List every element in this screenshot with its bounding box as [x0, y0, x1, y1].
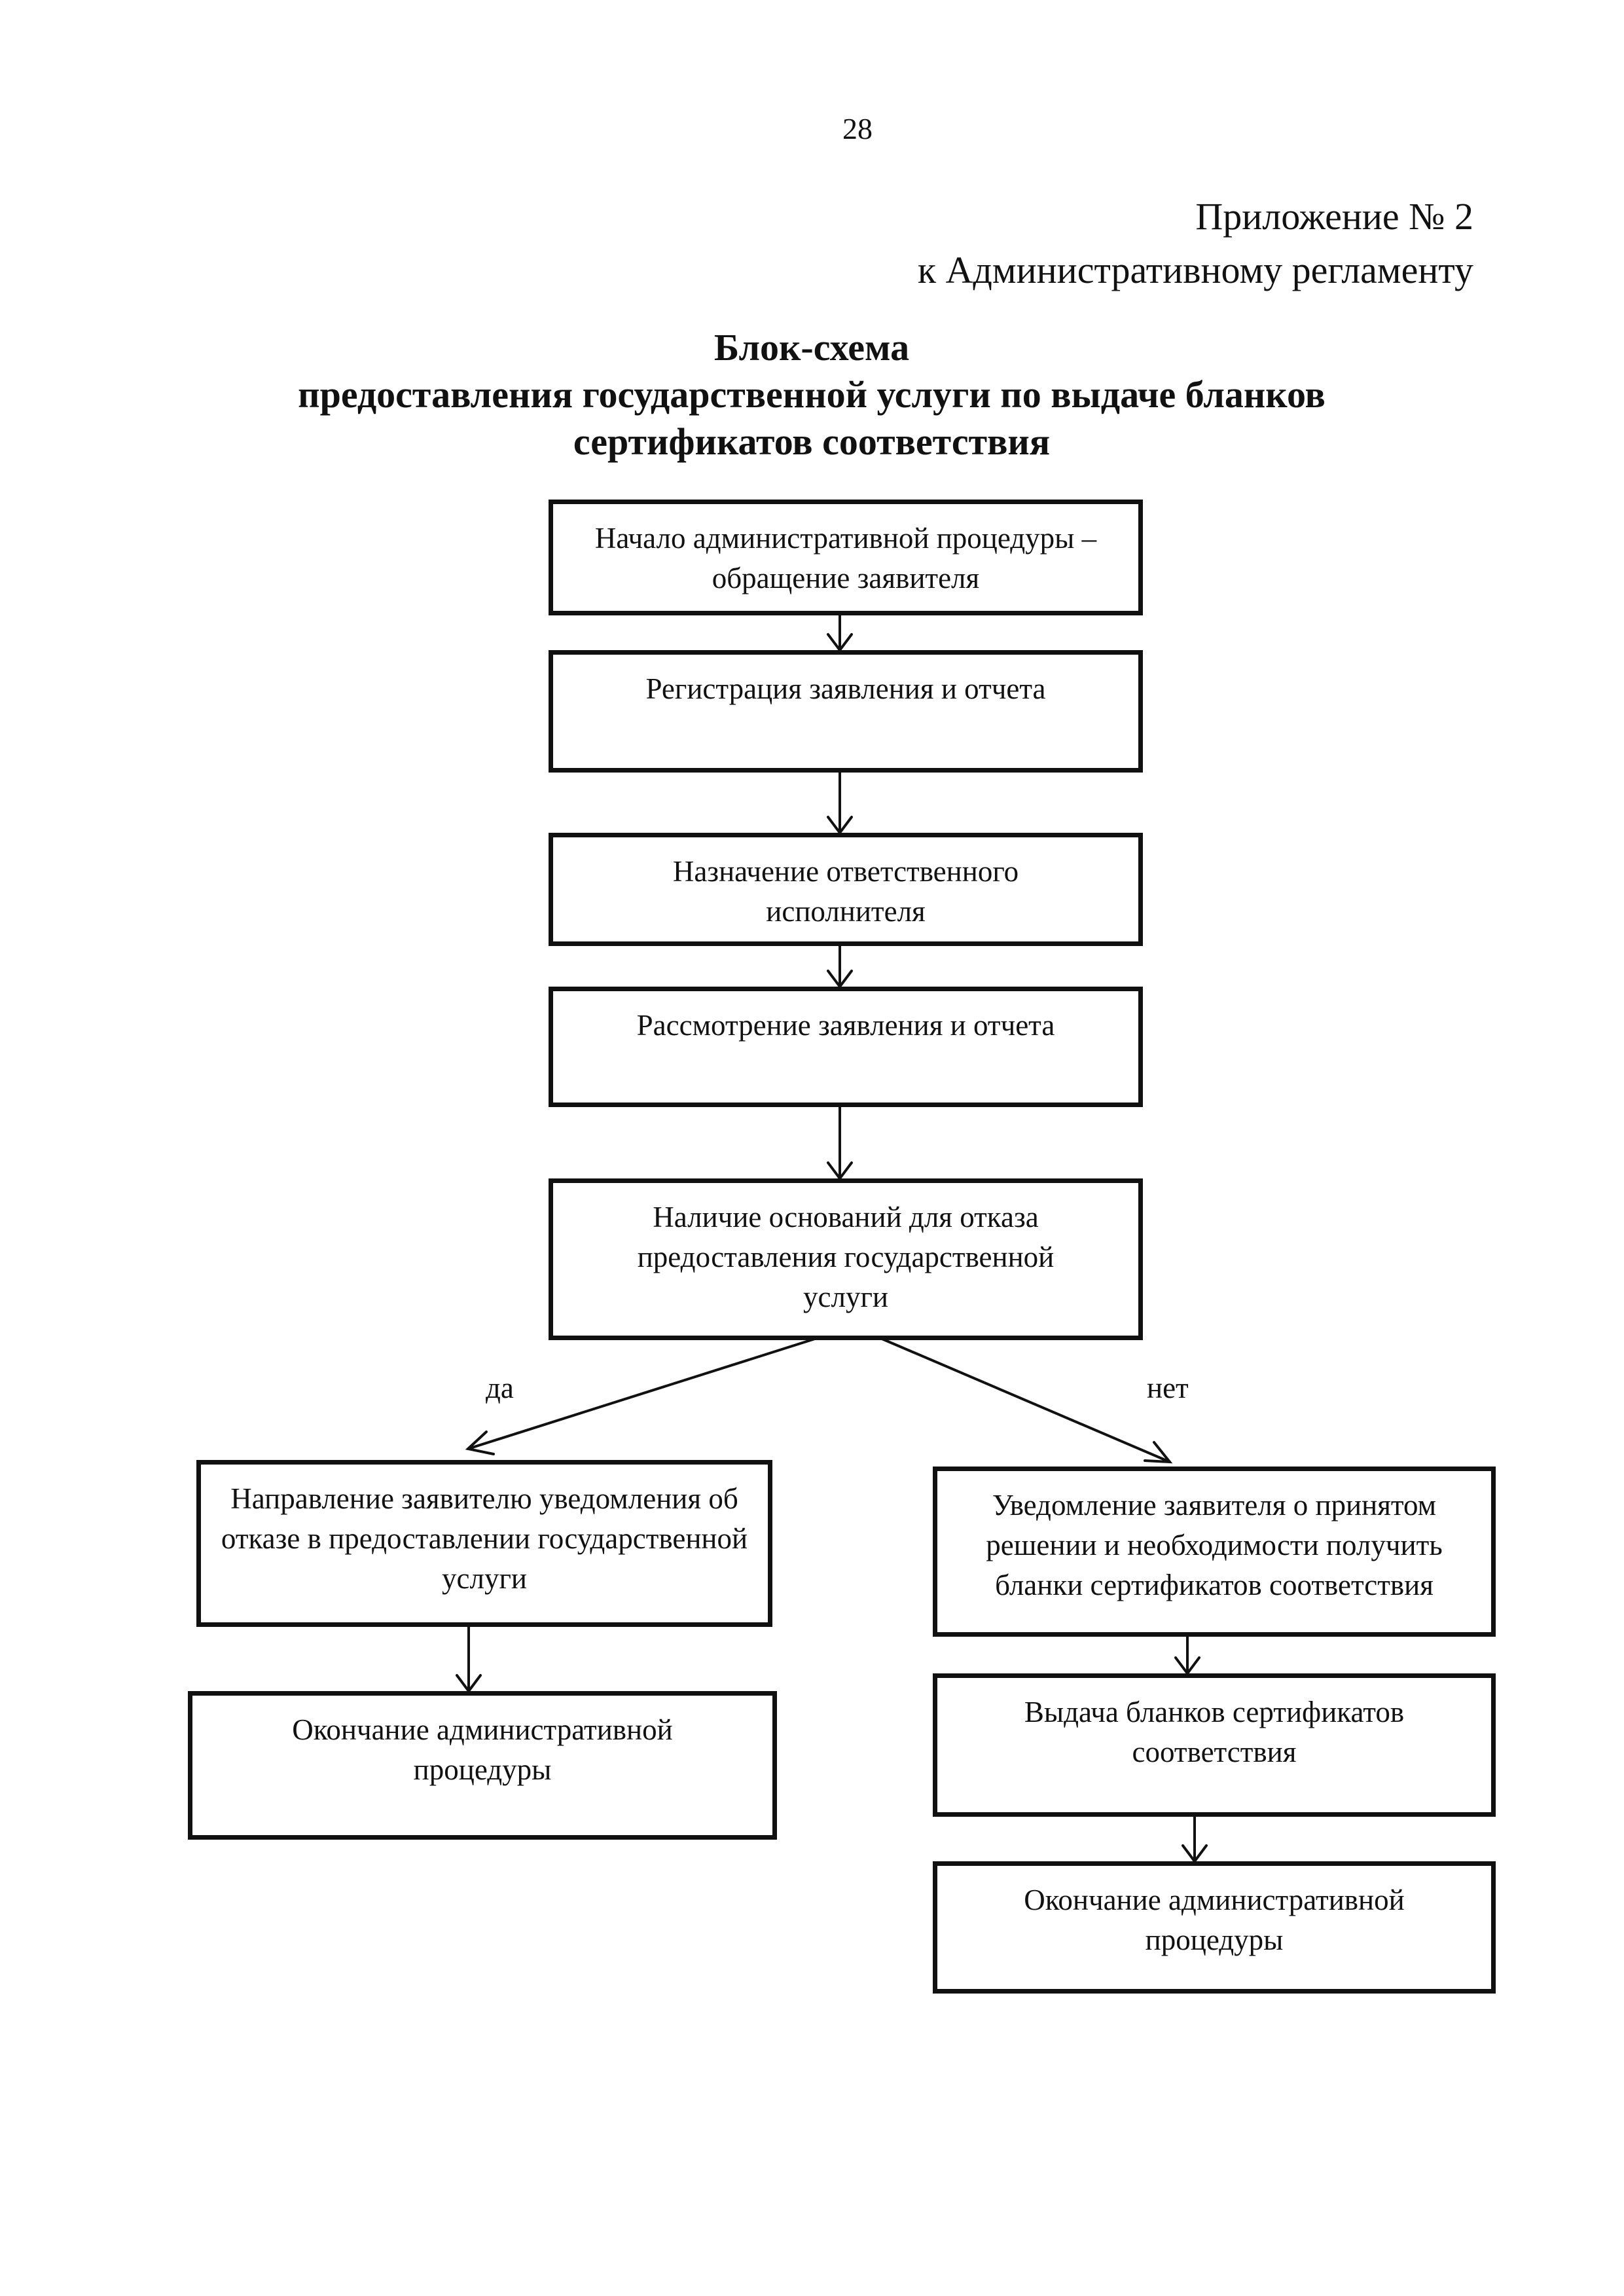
box-refusal-notice: Направление заявителю уведомления об отк… [196, 1460, 772, 1627]
connector-decision-no [879, 1337, 1171, 1463]
appendix-line-2: к Административному регламенту [917, 249, 1473, 291]
box-end-left-text: Окончание административной процедуры [292, 1713, 673, 1786]
box-issue-forms: Выдача бланков сертификатов соответствия [933, 1673, 1496, 1817]
box-assign-executor-text: Назначение ответственного исполнителя [672, 855, 1019, 928]
title-line-1: Блок-схема [713, 326, 910, 369]
label-no: нет [1147, 1372, 1189, 1404]
box-approval-notice-text: Уведомление заявителя о принятом решении… [986, 1489, 1443, 1601]
box-approval-notice: Уведомление заявителя о принятом решении… [933, 1467, 1496, 1637]
connector-decision-yes [467, 1337, 818, 1450]
box-review: Рассмотрение заявления и отчета [549, 987, 1143, 1107]
appendix-header: Приложение № 2 к Административному регла… [918, 190, 1473, 297]
box-decision-text: Наличие оснований для отказа предоставле… [637, 1201, 1055, 1313]
box-end-right: Окончание административной процедуры [933, 1861, 1496, 1994]
box-review-text: Рассмотрение заявления и отчета [636, 1009, 1055, 1042]
arrowhead-decision-no [1144, 1441, 1173, 1464]
box-refusal-notice-text: Направление заявителю уведомления об отк… [221, 1482, 748, 1595]
box-start-procedure: Начало административной процедуры – обра… [549, 500, 1143, 615]
box-registration-text: Регистрация заявления и отчета [645, 672, 1046, 705]
box-end-left: Окончание административной процедуры [188, 1691, 777, 1840]
title-line-3: сертификатов соответствия [573, 420, 1051, 463]
box-issue-forms-text: Выдача бланков сертификатов соответствия [1024, 1696, 1405, 1768]
label-yes: да [486, 1372, 514, 1404]
box-start-procedure-text: Начало административной процедуры – обра… [594, 522, 1097, 594]
arrowhead-decision-yes [465, 1430, 495, 1455]
document-title: Блок-схема предоставления государственно… [196, 324, 1427, 465]
box-assign-executor: Назначение ответственного исполнителя [549, 833, 1143, 946]
box-end-right-text: Окончание административной процедуры [1024, 1884, 1405, 1956]
title-line-2: предоставления государственной услуги по… [298, 373, 1326, 416]
box-decision: Наличие оснований для отказа предоставле… [549, 1178, 1143, 1340]
appendix-line-1: Приложение № 2 [1195, 195, 1473, 238]
page-number: 28 [842, 112, 873, 145]
box-registration: Регистрация заявления и отчета [549, 650, 1143, 773]
